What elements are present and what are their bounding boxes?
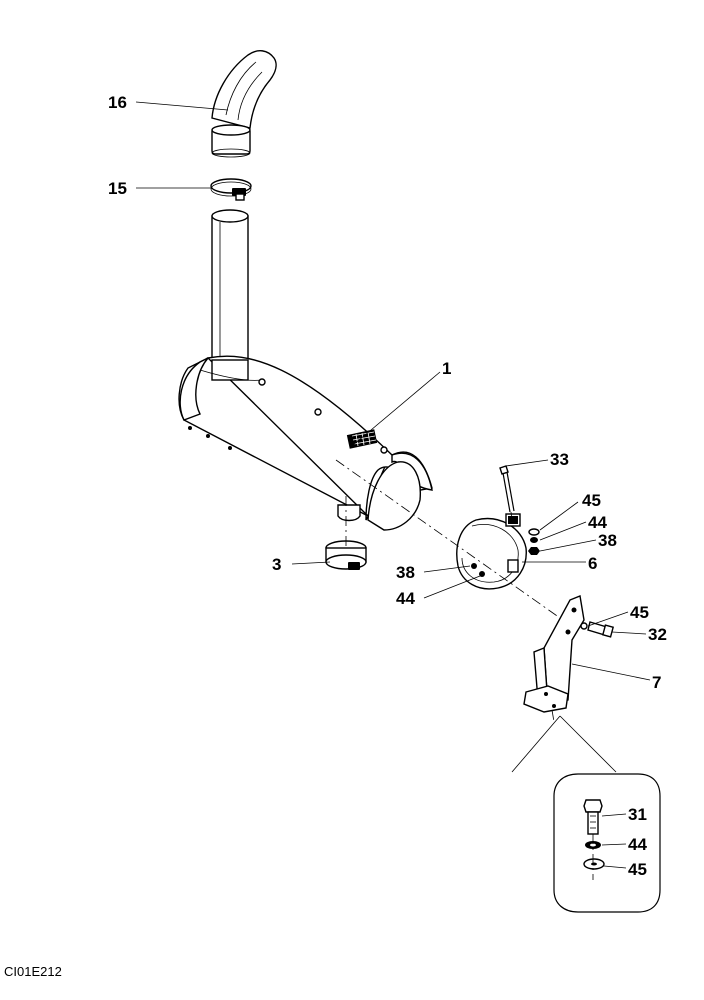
callout-3: 3 <box>272 555 281 574</box>
callout-45-bracket: 45 <box>630 603 649 622</box>
callout-32: 32 <box>648 625 667 644</box>
part-33-bolt <box>499 465 515 521</box>
part-16-elbow-pipe <box>211 50 277 158</box>
callout-1: 1 <box>442 359 451 378</box>
callout-33: 33 <box>550 450 569 469</box>
callout-15: 15 <box>108 179 127 198</box>
part-32-bolt <box>580 621 615 638</box>
detail-view <box>511 715 661 913</box>
stack-pipe <box>211 209 249 379</box>
part-6-mounting-band <box>456 513 527 590</box>
callout-45-upper: 45 <box>582 491 601 510</box>
part-7-bracket <box>523 595 585 723</box>
callout-44-detail: 44 <box>628 835 647 854</box>
callout-44-upper: 44 <box>588 513 607 532</box>
callout-45-detail: 45 <box>628 860 647 879</box>
callout-38-upper: 38 <box>598 531 617 550</box>
callout-16: 16 <box>108 93 127 112</box>
leader-lines <box>135 101 651 869</box>
callout-6: 6 <box>588 554 597 573</box>
part-1-muffler <box>178 355 433 531</box>
axis-line-main <box>335 459 561 619</box>
callout-44-lower: 44 <box>396 589 415 608</box>
callout-7: 7 <box>652 673 661 692</box>
callout-38-lower: 38 <box>396 563 415 582</box>
hardware-upper-nuts <box>528 528 540 555</box>
figure-id: CI01E212 <box>4 964 62 979</box>
part-15-clamp <box>210 178 252 201</box>
callout-31: 31 <box>628 805 647 824</box>
part-3-clamp <box>325 540 367 570</box>
